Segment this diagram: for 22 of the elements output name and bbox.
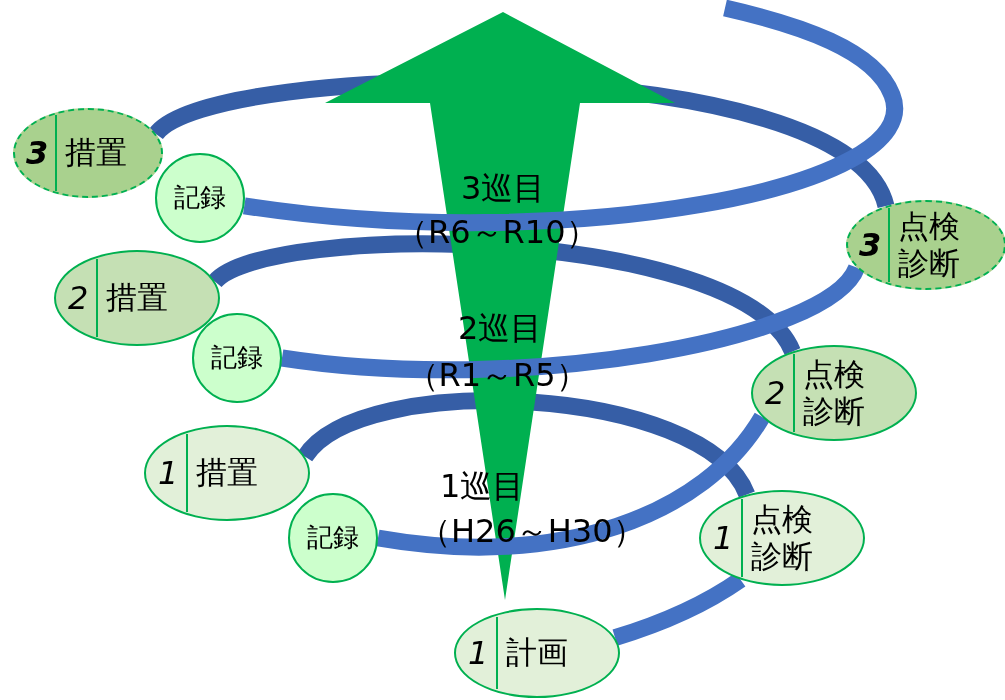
step-label: 記録: [210, 342, 263, 374]
step-label: 記録: [173, 182, 226, 214]
step-label: 点検診断: [898, 207, 961, 282]
step-label: 点検診断: [803, 355, 866, 430]
step-label: 措置: [65, 134, 128, 172]
step-number: 1: [158, 456, 179, 489]
spiral-band: [376, 412, 770, 556]
step-number: 2: [68, 281, 89, 314]
step-number: 3: [859, 228, 882, 261]
step-number: 1: [468, 636, 489, 669]
step-number: 3: [26, 136, 49, 169]
step-label: 記録: [306, 522, 359, 554]
step-label: 措置: [196, 454, 259, 492]
round-label: 3巡目: [461, 172, 546, 204]
spiral-band: [243, 0, 902, 231]
step-number: 1: [713, 521, 734, 554]
spiral-band: [298, 392, 755, 500]
step-label: 点検診断: [751, 500, 814, 575]
step-label: 計画: [506, 634, 569, 672]
spiral-band: [280, 262, 864, 379]
step-label: 措置: [106, 279, 169, 317]
step-number: 2: [765, 376, 786, 409]
